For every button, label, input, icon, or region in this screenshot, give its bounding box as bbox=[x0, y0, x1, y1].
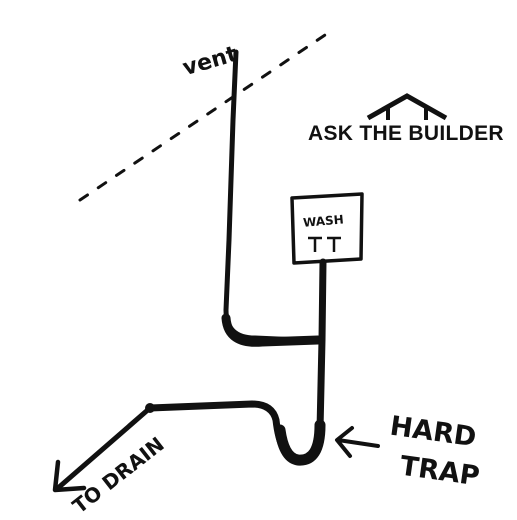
trap-label: TRAP bbox=[398, 451, 481, 493]
vent-label: vent bbox=[180, 42, 241, 81]
drain-arrow-head bbox=[52, 459, 87, 493]
trap-pointer-arrow bbox=[335, 426, 380, 458]
brand-name: ASK THE BUILDER bbox=[308, 122, 504, 145]
drain-joint bbox=[145, 403, 155, 413]
ask-the-builder-logo: ASK THE BUILDER bbox=[300, 92, 510, 154]
to-drain-label: TO DRAIN bbox=[68, 432, 169, 518]
roof-dashed-line bbox=[78, 33, 327, 202]
sink-drain-pipe bbox=[146, 258, 327, 464]
drain-line bbox=[55, 405, 153, 491]
wash-sink-box bbox=[290, 192, 364, 265]
vent-junction bbox=[221, 313, 323, 347]
vent-pipe bbox=[223, 49, 303, 343]
faucet-left bbox=[308, 236, 322, 252]
hard-trap-bend bbox=[274, 419, 326, 466]
faucet-right bbox=[327, 236, 341, 252]
hard-label: HARD bbox=[388, 411, 478, 454]
house-roof-icon bbox=[366, 93, 448, 121]
wash-label: WASH bbox=[303, 212, 345, 229]
